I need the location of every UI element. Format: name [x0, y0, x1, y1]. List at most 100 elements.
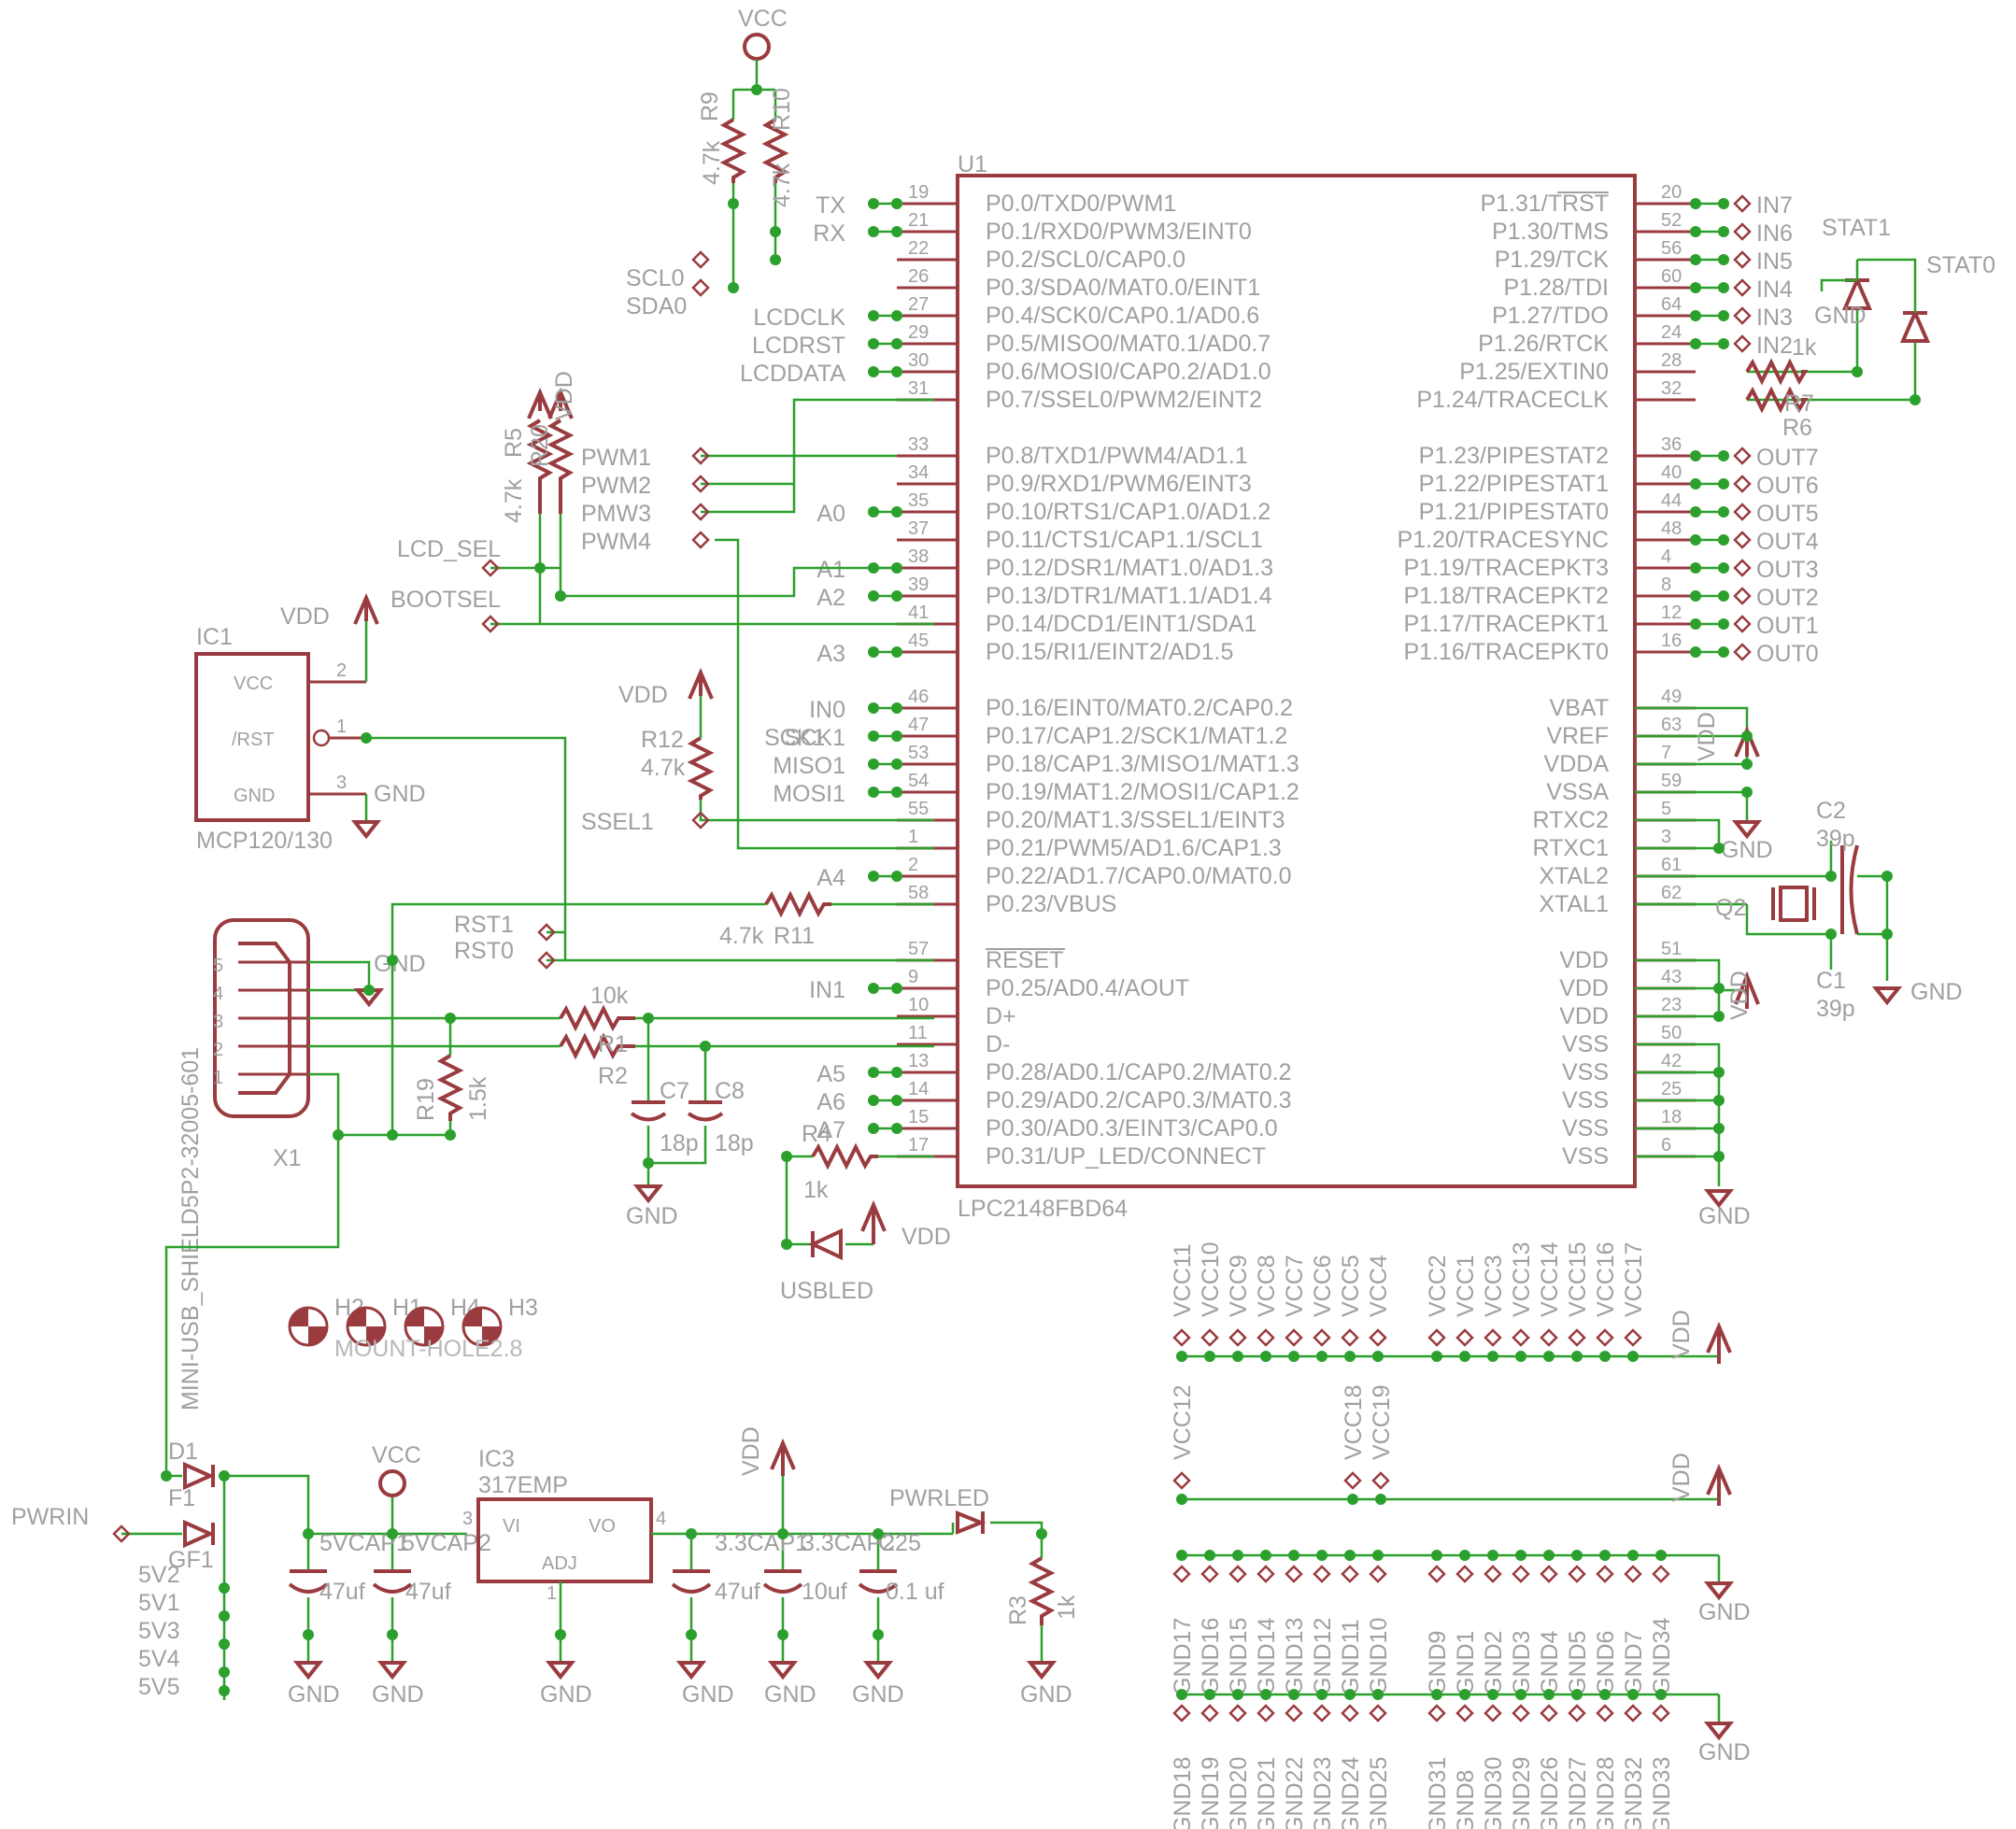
junction-dot — [1288, 1689, 1299, 1700]
junction-dot — [1690, 534, 1701, 546]
junction-dot — [1288, 1550, 1299, 1561]
junction-dot — [1515, 1351, 1526, 1362]
r4-value: 1k — [803, 1177, 829, 1203]
ic1-pin-rst: /RST — [232, 730, 275, 750]
gnd-label-ic1: GND — [374, 781, 426, 807]
u1-right-net-label: IN7 — [1756, 192, 1793, 219]
net-port — [1455, 1565, 1474, 1583]
junction-dot — [868, 1067, 879, 1078]
junction-dot — [891, 759, 902, 770]
junction-dot — [333, 1129, 344, 1141]
junction-dot — [1372, 1550, 1384, 1561]
rail-net-label: GND8 — [1453, 1770, 1479, 1829]
net-sck1: SCK1 — [764, 725, 825, 751]
net-pmw3: PMW3 — [581, 501, 651, 527]
junction-dot — [1825, 929, 1837, 940]
junction-dot — [1487, 1689, 1498, 1700]
junction-dot — [1599, 1550, 1611, 1561]
junction-dot — [868, 983, 879, 994]
rail-net-label: GND7 — [1621, 1631, 1647, 1695]
junction-dot — [1204, 1689, 1215, 1700]
u1-left-pin-func: P0.25/AD0.4/AOUT — [986, 975, 1189, 1001]
junction-dot — [1431, 1689, 1442, 1700]
junction-dot — [868, 1123, 879, 1134]
junction-dot — [387, 955, 398, 966]
u1-right-pin-num: 42 — [1661, 1051, 1682, 1071]
net-bootsel: BOOTSEL — [390, 587, 501, 613]
rail-net-label: VCC11 — [1170, 1243, 1196, 1317]
u1-right-pin-func: P1.29/TCK — [1495, 247, 1610, 273]
mount-hole-fill — [348, 1308, 385, 1345]
gnd-label-right2: GND — [1698, 1203, 1751, 1229]
junction-dot — [891, 226, 902, 237]
junction-dot — [891, 338, 902, 349]
junction-dot — [1372, 1351, 1384, 1362]
u1-left-pin-num: 35 — [908, 490, 929, 511]
net-port — [1733, 250, 1752, 269]
u1-right-pin-func: VDD — [1559, 1003, 1609, 1029]
u1-right-pin-num: 63 — [1661, 715, 1682, 735]
u1-right-net-label: IN4 — [1756, 276, 1793, 303]
net-port — [1228, 1565, 1247, 1583]
u1-left-pin-num: 55 — [908, 799, 929, 819]
junction-dot — [891, 871, 902, 882]
net-ssel1: SSEL1 — [581, 809, 654, 835]
junction-dot — [1718, 282, 1729, 293]
net-port — [1172, 1704, 1191, 1723]
net-5v4: 5V4 — [138, 1646, 180, 1672]
rail-net-label: GND18 — [1170, 1757, 1196, 1829]
u1-left-pin-func: P0.17/CAP1.2/SCK1/MAT1.2 — [986, 723, 1287, 749]
rail-net-label: VCC13 — [1509, 1241, 1535, 1317]
u1-right-pin-num: 32 — [1661, 378, 1682, 399]
junction-dot — [1713, 1067, 1725, 1078]
pwrin-label: PWRIN — [11, 1504, 89, 1530]
junction-dot — [868, 1095, 879, 1106]
vdd-label-r12: VDD — [618, 682, 668, 708]
junction-dot — [1599, 1689, 1611, 1700]
gnd-label-stat: GND — [1814, 303, 1867, 329]
u1-left-pin-num: 31 — [908, 378, 929, 399]
r12-pullup: VDD R12 4.7k SCK1 SSEL1 — [581, 667, 934, 835]
u1-left-pin-num: 26 — [908, 266, 929, 287]
junction-dot — [868, 226, 879, 237]
u1-left-pin-num: 45 — [908, 631, 929, 651]
u1-right-pin-func: VSS — [1562, 1115, 1609, 1141]
rail-net-label: GND5 — [1565, 1631, 1591, 1695]
u1-right-pin-num: 23 — [1661, 995, 1682, 1015]
junction-dot — [1260, 1689, 1271, 1700]
junction-dot — [1690, 450, 1701, 461]
junction-dot — [1627, 1351, 1639, 1362]
net-pwm2: PWM2 — [581, 473, 651, 499]
junction-dot — [891, 787, 902, 798]
net-port — [1733, 643, 1752, 661]
net-port — [1624, 1704, 1642, 1723]
junction-dot — [1690, 310, 1701, 321]
junction-dot — [1459, 1351, 1470, 1362]
net-port — [1256, 1704, 1275, 1723]
u1-right-pin-num: 20 — [1661, 182, 1682, 203]
junction-dot — [868, 366, 879, 377]
junction-dot — [781, 1239, 792, 1250]
r2-ref: R2 — [598, 1063, 628, 1089]
u1-right-pin-num: 28 — [1661, 350, 1682, 371]
r10-value: 4.7k — [769, 163, 795, 207]
u1-right-pin-num: 6 — [1661, 1135, 1671, 1156]
r3-value: 1k — [1054, 1595, 1080, 1620]
junction-dot — [781, 1151, 792, 1162]
u1-ref: U1 — [958, 151, 987, 177]
u1-left-net-label: LCDRST — [752, 333, 845, 359]
net-port — [1313, 1704, 1331, 1723]
u1-right-pin-num: 64 — [1661, 294, 1682, 315]
rail-net-label: VCC6 — [1310, 1255, 1336, 1317]
junction-dot — [643, 1013, 654, 1024]
u1-left-pin-func: P0.19/MAT1.2/MOSI1/CAP1.2 — [986, 779, 1299, 805]
u1-right-pin-func: P1.21/PIPESTAT0 — [1419, 499, 1609, 525]
rail-net-label: VCC18 — [1341, 1384, 1367, 1460]
vcc-label-top: VCC — [738, 6, 788, 32]
u1-left-pin-func: P0.2/SCL0/CAP0.0 — [986, 247, 1185, 273]
cap5b-value: 47uf — [405, 1579, 451, 1605]
rail-net-label: VCC4 — [1366, 1255, 1392, 1317]
net-scl0: SCL0 — [626, 265, 685, 291]
junction-dot — [1316, 1689, 1327, 1700]
u1-left-pin-num: 10 — [908, 995, 929, 1015]
